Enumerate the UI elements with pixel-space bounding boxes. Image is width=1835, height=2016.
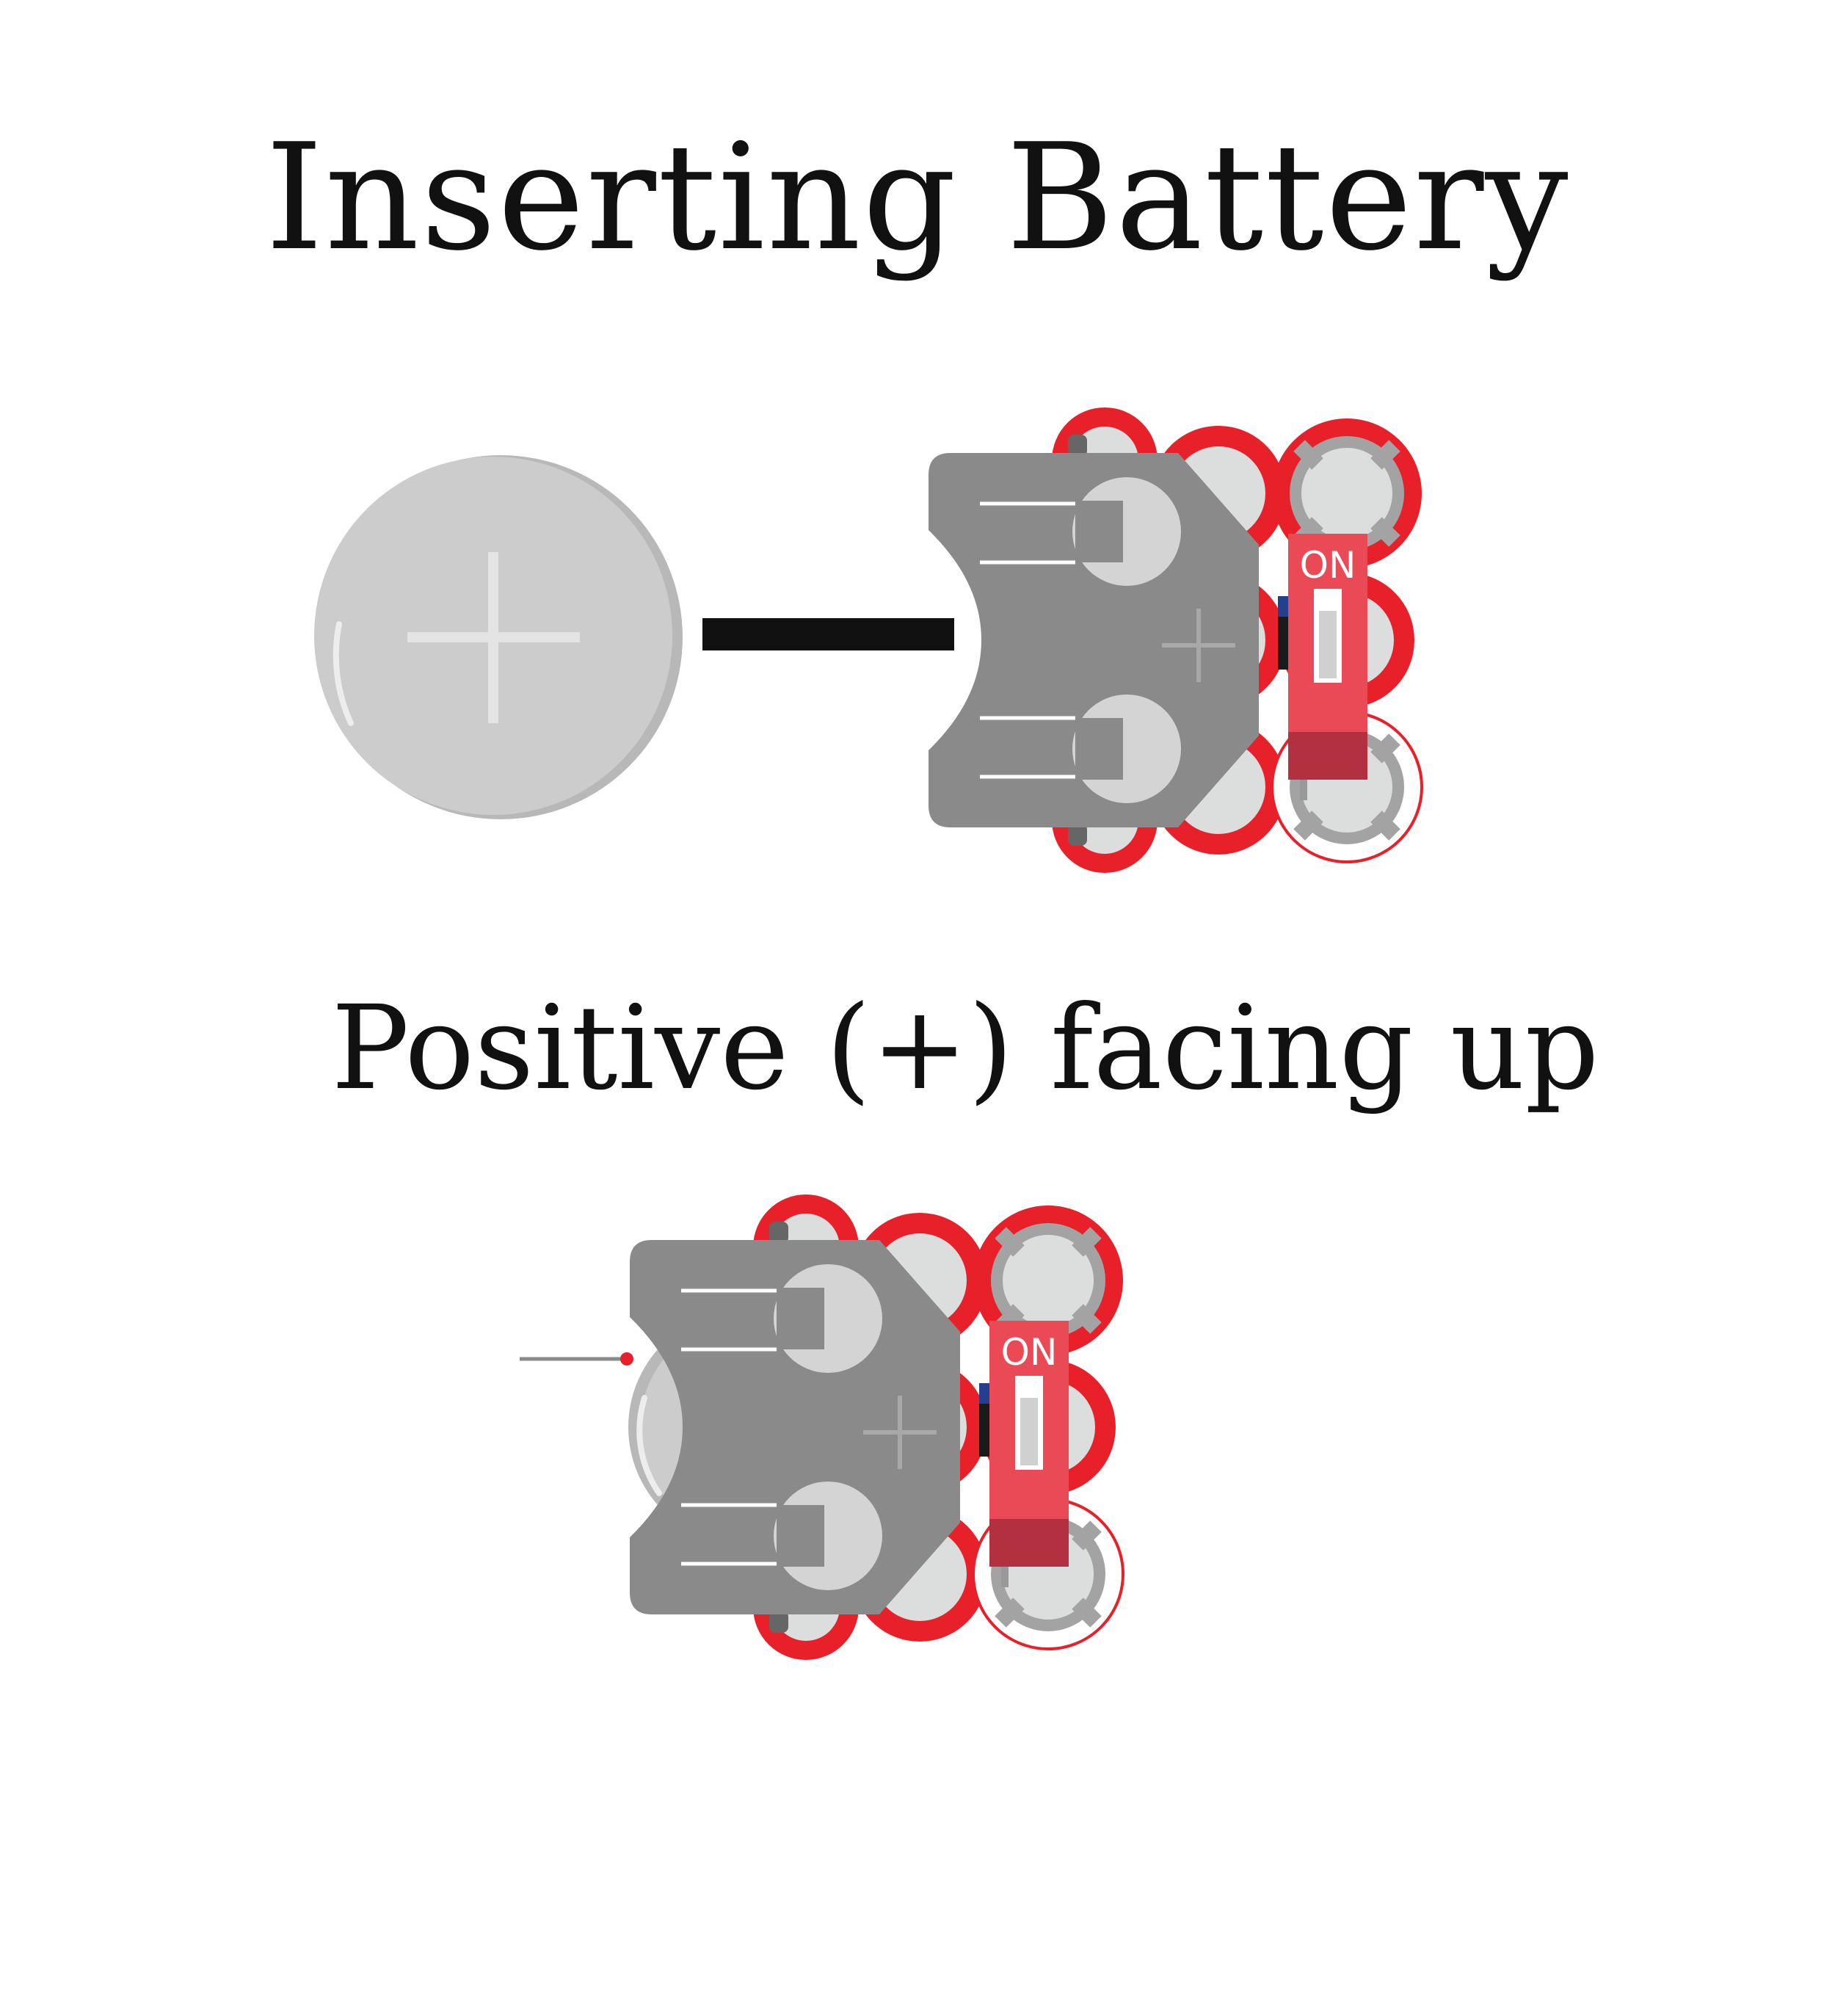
title: Inserting Battery — [265, 112, 1570, 283]
battery-holder-filled: ON — [520, 1194, 1123, 1660]
insertion-arrow — [702, 618, 954, 650]
switch-label: ON — [1300, 544, 1356, 587]
battery-holder-empty: ON — [929, 407, 1422, 873]
switch-label: ON — [1001, 1331, 1058, 1374]
loose-battery — [314, 455, 683, 819]
subtitle: Positive (+) facing up — [331, 981, 1599, 1116]
battery-plus-icon — [407, 552, 580, 723]
